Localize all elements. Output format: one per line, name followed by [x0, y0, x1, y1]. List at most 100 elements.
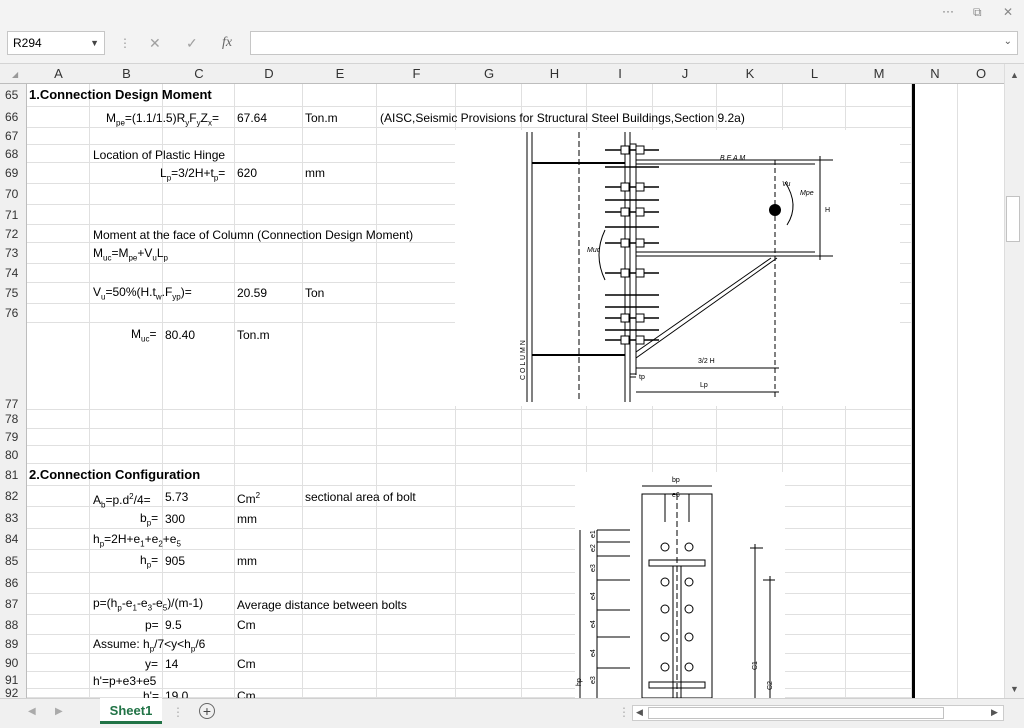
beam-label: B E A M — [720, 155, 745, 162]
ab-unit: Cm2 — [237, 491, 261, 506]
hp-label: hp= — [140, 553, 159, 570]
tab-drag-icon[interactable]: ⋮ — [172, 705, 184, 719]
scroll-right-icon[interactable]: ▶ — [991, 707, 998, 717]
three-half-h-label: 3/2 H — [698, 358, 715, 365]
row-header-70[interactable]: 70 — [0, 184, 27, 205]
row-header-89[interactable]: 89 — [0, 635, 27, 654]
ab-value: 5.73 — [165, 490, 189, 504]
e3b-dim-label: e3 — [590, 676, 597, 684]
chevron-down-icon[interactable]: ▼ — [90, 38, 99, 48]
column-header-G[interactable]: G — [456, 64, 522, 84]
row-header-88[interactable]: 88 — [0, 615, 27, 635]
hp-formula: hp=2H+e1+e2+e5 — [93, 532, 181, 549]
tab-sheet1[interactable]: Sheet1 — [100, 698, 162, 724]
row-header-66[interactable]: 66 — [0, 107, 27, 128]
row-header-86[interactable]: 86 — [0, 573, 27, 594]
row-header-76[interactable]: 76 — [0, 304, 27, 323]
p-value: 9.5 — [165, 618, 182, 632]
row-gridline — [27, 614, 912, 615]
row-header-80[interactable]: 80 — [0, 446, 27, 464]
scroll-down-icon[interactable]: ▼ — [1010, 684, 1019, 694]
row-gridline — [27, 445, 912, 446]
column-header-K[interactable]: K — [717, 64, 783, 84]
section1-title: 1.Connection Design Moment — [29, 87, 212, 102]
row-gridline — [27, 485, 912, 486]
scroll-split-icon[interactable]: ⋮ — [618, 705, 630, 719]
row-header-91[interactable]: 91 — [0, 672, 27, 689]
row-header-92[interactable]: 92 — [0, 687, 27, 699]
row-header-79[interactable]: 79 — [0, 429, 27, 446]
column-gridline — [302, 84, 303, 698]
row-header-72[interactable]: 72 — [0, 225, 27, 243]
column-header-N[interactable]: N — [912, 64, 958, 84]
column-label: C O L U M N — [520, 340, 527, 380]
y-unit: Cm — [237, 657, 256, 671]
e6-dim-label: e6 — [672, 492, 680, 499]
end-plate-diagram[interactable]: bp e6 e1 e2 e3 e4 e4 e4 e3 hp C1 C2 — [575, 472, 785, 698]
name-box[interactable]: R294▼ — [7, 31, 105, 55]
row-header-73[interactable]: 73 — [0, 243, 27, 264]
column-header-L[interactable]: L — [783, 64, 846, 84]
horizontal-scroll-thumb[interactable] — [648, 707, 944, 719]
e2-dim-label: e2 — [590, 544, 597, 552]
row-header-68[interactable]: 68 — [0, 145, 27, 163]
row-header-84[interactable]: 84 — [0, 529, 27, 550]
next-sheet-icon[interactable]: ▶ — [55, 706, 63, 717]
sheet-tab-bar: ◀ ▶ ⋮ + ⋮ — [0, 698, 1024, 728]
vertical-scroll-thumb[interactable] — [1006, 196, 1020, 242]
formula-input[interactable]: ⌄ — [250, 31, 1018, 55]
row-gridline — [27, 127, 912, 128]
row-header-65[interactable]: 65 — [0, 84, 27, 107]
row-header-67[interactable]: 67 — [0, 128, 27, 145]
scroll-left-icon[interactable]: ◀ — [636, 707, 643, 717]
more-options-icon[interactable]: ··· — [942, 4, 954, 18]
row-header-71[interactable]: 71 — [0, 205, 27, 225]
row-gridline — [27, 671, 912, 672]
cancel-icon[interactable]: ✕ — [149, 35, 161, 51]
close-icon[interactable]: ✕ — [1003, 5, 1014, 19]
row-header-82[interactable]: 82 — [0, 486, 27, 507]
vertical-scrollbar[interactable]: ▲ ▼ — [1004, 64, 1024, 698]
hp-value: 905 — [165, 554, 186, 568]
row-header-69[interactable]: 69 — [0, 163, 27, 184]
row-header-83[interactable]: 83 — [0, 507, 27, 529]
enter-icon[interactable]: ✓ — [186, 35, 198, 51]
select-all-icon[interactable]: ◢ — [12, 70, 19, 79]
row-header-87[interactable]: 87 — [0, 594, 27, 615]
column-header-J[interactable]: J — [653, 64, 717, 84]
column-header-B[interactable]: B — [90, 64, 163, 84]
scroll-up-icon[interactable]: ▲ — [1010, 70, 1019, 80]
row-gridline — [27, 549, 912, 550]
column-header-F[interactable]: F — [377, 64, 456, 84]
expand-formula-icon[interactable]: ⌄ — [1003, 36, 1012, 47]
column-header-D[interactable]: D — [235, 64, 303, 84]
row-header-77[interactable]: 77 — [0, 323, 27, 411]
add-sheet-icon[interactable]: + — [199, 703, 215, 719]
row-header-78[interactable]: 78 — [0, 410, 27, 429]
restore-icon[interactable]: ⧉ — [973, 5, 982, 19]
drag-handle-icon[interactable]: ⋮ — [119, 36, 131, 50]
prev-sheet-icon[interactable]: ◀ — [28, 706, 36, 717]
row-header-74[interactable]: 74 — [0, 264, 27, 283]
row-header-85[interactable]: 85 — [0, 550, 27, 573]
connection-elevation-diagram[interactable]: B E A M C O L U M N Muc Vu Mpe H tp 3/2 … — [455, 130, 900, 406]
column-header-C[interactable]: C — [163, 64, 235, 84]
row-header-90[interactable]: 90 — [0, 654, 27, 672]
hprime-formula: h'=p+e3+e5 — [93, 674, 157, 688]
column-gridline — [89, 84, 90, 698]
row-header-75[interactable]: 75 — [0, 283, 27, 304]
column-header-O[interactable]: O — [958, 64, 1004, 84]
column-header-I[interactable]: I — [587, 64, 653, 84]
muc-diagram-label: Muc — [587, 247, 601, 254]
h-dim-label: H — [825, 207, 830, 214]
row-header-81[interactable]: 81 — [0, 464, 27, 486]
column-header-M[interactable]: M — [846, 64, 912, 84]
lp-value: 620 — [237, 166, 258, 180]
column-header-H[interactable]: H — [522, 64, 587, 84]
insert-function-icon[interactable]: fx — [222, 35, 233, 50]
row-gridline — [27, 428, 912, 429]
y-value: 14 — [165, 657, 179, 671]
column-header-E[interactable]: E — [303, 64, 377, 84]
title-bar: ··· ⧉ ✕ — [0, 0, 1024, 28]
column-header-A[interactable]: A — [27, 64, 90, 84]
